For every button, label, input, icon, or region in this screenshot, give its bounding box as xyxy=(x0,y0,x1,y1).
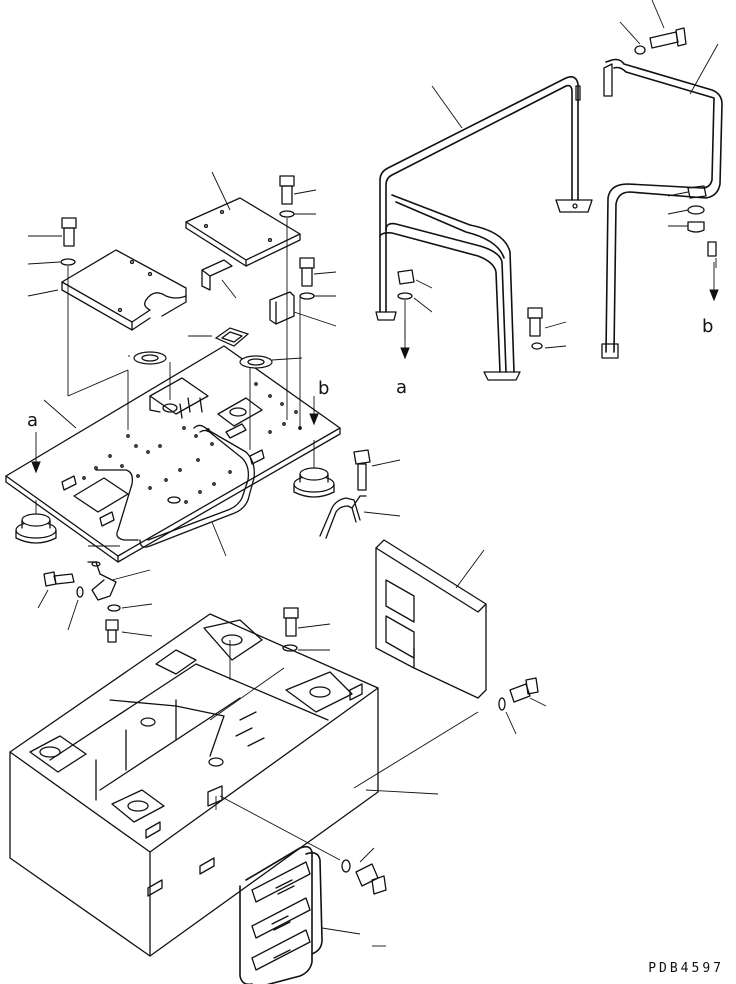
bolt-side-cover xyxy=(498,677,547,735)
grommet-square xyxy=(188,327,250,347)
bracket-lower-left xyxy=(87,561,151,601)
grommet-left xyxy=(128,351,167,365)
rail-nut-left xyxy=(397,269,433,340)
drawing-code: PDB4597 xyxy=(648,961,724,976)
bolt-frame-top xyxy=(282,607,331,652)
rail-bolt-top xyxy=(619,0,687,55)
bolt-top-center xyxy=(279,175,317,420)
arrow-a-left xyxy=(31,432,41,474)
base-frame xyxy=(9,613,439,957)
bolt-lower-left xyxy=(37,571,84,631)
bracket-vertical xyxy=(269,291,337,327)
bracket-small xyxy=(201,259,237,299)
guard-rail-left xyxy=(375,76,593,381)
floor-plate-holes xyxy=(82,382,302,504)
side-cover xyxy=(375,539,487,699)
grommet-right xyxy=(239,355,303,369)
arrow-b-right xyxy=(709,262,719,302)
bolt-cover-left xyxy=(27,217,129,430)
cover-plate-left xyxy=(27,249,187,331)
callout-a-left: a xyxy=(27,410,39,431)
floor-plate xyxy=(5,345,341,563)
bolt-ladder xyxy=(219,795,387,895)
bolt-right-mid xyxy=(353,449,401,491)
rail-bolt-lower xyxy=(527,307,567,350)
arrow-b-left xyxy=(309,396,319,426)
guard-rail-right xyxy=(575,58,723,359)
ladder xyxy=(239,845,386,984)
bracket-bent xyxy=(319,495,401,539)
bolt-lower-mid xyxy=(88,545,153,643)
callout-a-right: a xyxy=(396,377,408,398)
rubber-mount-right xyxy=(293,440,335,498)
rail-nut-right xyxy=(667,185,717,268)
bolt-right-upper xyxy=(299,257,337,430)
arrow-a-right xyxy=(400,320,410,360)
cover-plate-top xyxy=(185,171,301,267)
floor-pipe xyxy=(95,424,255,548)
callout-b-left: b xyxy=(318,378,330,399)
callout-b-right: b xyxy=(702,316,714,337)
rubber-mount-left xyxy=(15,500,57,544)
